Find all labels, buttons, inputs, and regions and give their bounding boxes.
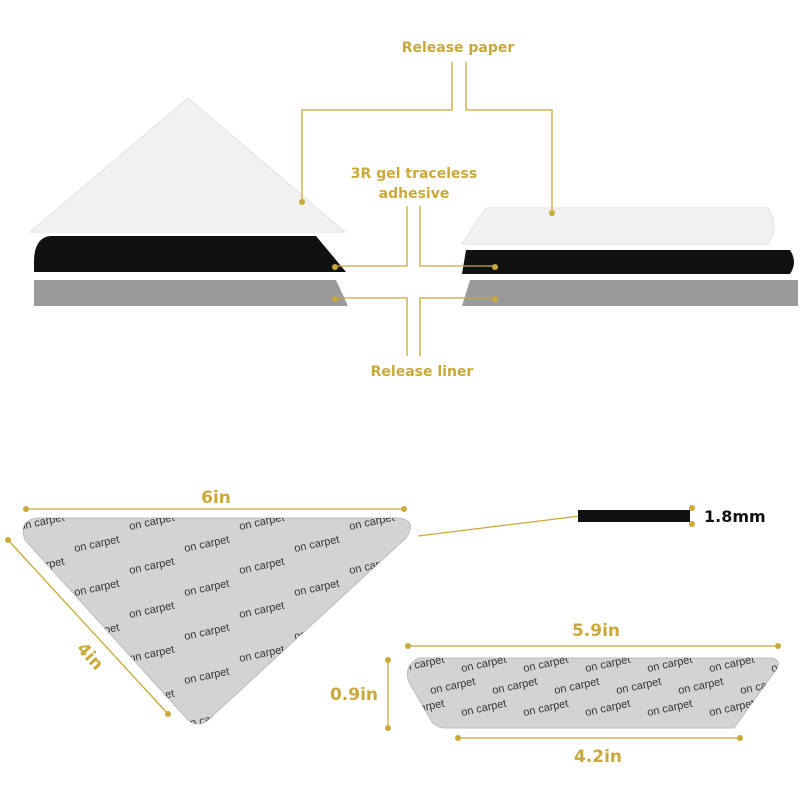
pattern-text: on carpet <box>238 688 285 709</box>
label-adhesive-line2: adhesive <box>379 186 450 202</box>
layered-strip <box>461 207 798 306</box>
callout-lines <box>301 62 581 537</box>
strip-liner-layer <box>462 280 798 306</box>
callout-dots <box>299 199 555 302</box>
pattern-text: on carpet <box>128 688 175 709</box>
triangle-adhesive-layer <box>34 236 346 272</box>
dim-strip-top: 5.9in <box>572 621 620 641</box>
triangle-liner-layer <box>34 280 348 306</box>
pattern-text: on carpet <box>293 710 340 731</box>
dimension-lines <box>7 508 778 739</box>
dim-strip-height: 0.9in <box>330 685 378 705</box>
label-release-liner: Release liner <box>371 364 474 380</box>
pattern-text: on carpet <box>770 698 800 719</box>
pattern-text: on carpet <box>18 600 65 621</box>
dim-thickness: 1.8mm <box>704 507 766 526</box>
dim-triangle-width: 6in <box>201 488 231 508</box>
pattern-text: on carpet <box>293 666 340 687</box>
pattern-text: on carpet <box>348 600 395 621</box>
dim-strip-bottom: 4.2in <box>574 747 622 767</box>
pattern-text: on carpet <box>403 578 450 599</box>
layered-triangle <box>28 97 348 306</box>
pattern-text: on carpet <box>73 710 120 731</box>
pattern-text: on carpet <box>18 688 65 709</box>
strip-release-paper-layer <box>461 207 775 245</box>
pattern-text: on carpet <box>403 622 450 643</box>
label-adhesive-line1: 3R gel traceless <box>351 166 477 182</box>
dimension-dots <box>5 505 781 741</box>
strip-adhesive-layer <box>462 250 794 274</box>
pattern-text: on carpet <box>770 654 800 675</box>
thickness-bar <box>578 510 690 522</box>
label-release-paper: Release paper <box>402 40 515 56</box>
dim-triangle-side: 4in <box>72 639 107 675</box>
triangle-release-paper-layer <box>28 97 347 233</box>
pattern-text: on carpet <box>403 534 450 555</box>
pattern-text: on carpet <box>18 644 65 665</box>
pattern-text: on carpet <box>73 622 120 643</box>
thickness-indicator: 1.8mm <box>578 507 766 526</box>
